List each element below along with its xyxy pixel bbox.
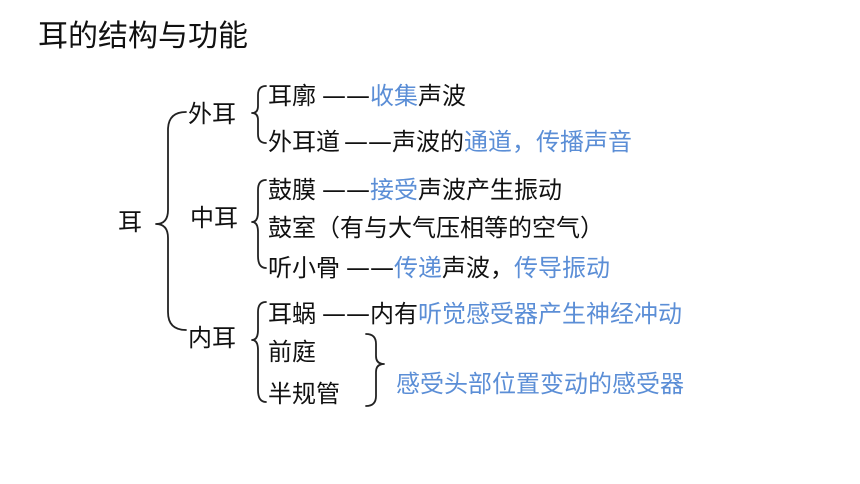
row-dash: —— bbox=[344, 128, 392, 156]
row-name: 听小骨 bbox=[268, 254, 340, 282]
row-ossicles: 听小骨——传递声波，传导振动 bbox=[268, 254, 610, 282]
row-name: 鼓膜 bbox=[268, 176, 316, 204]
row-ear-canal: 外耳道——声波的通道，传播声音 bbox=[268, 128, 632, 156]
row-name: 耳廓 bbox=[268, 82, 316, 110]
row-dash: —— bbox=[346, 254, 394, 282]
inner-ear-brace bbox=[251, 301, 267, 403]
vestibule-canal-function: 感受头部位置变动的感受器 bbox=[396, 370, 684, 398]
highlight-text: 传递 bbox=[394, 254, 442, 282]
outer-ear-label: 外耳 bbox=[188, 100, 236, 128]
root-label: 耳 bbox=[118, 208, 142, 236]
row-cochlea: 耳蜗——内有听觉感受器产生神经冲动 bbox=[268, 300, 682, 328]
highlight-text-2: 传导振动 bbox=[514, 254, 610, 282]
highlight-text: 收集 bbox=[370, 82, 418, 110]
highlight-text: 通道，传播声音 bbox=[464, 128, 632, 156]
vestibule-canal-brace bbox=[365, 333, 385, 407]
row-eardrum: 鼓膜——接受声波产生振动 bbox=[268, 176, 562, 204]
inner-ear-label: 内耳 bbox=[188, 324, 236, 352]
row-dash: —— bbox=[322, 82, 370, 110]
highlight-text: 接受 bbox=[370, 176, 418, 204]
page-title: 耳的结构与功能 bbox=[38, 19, 248, 54]
middle-ear-brace bbox=[251, 179, 267, 269]
outer-ear-brace bbox=[251, 85, 267, 144]
row-vestibule: 前庭 bbox=[268, 338, 316, 366]
root-brace bbox=[155, 111, 187, 331]
row-dash: —— bbox=[322, 176, 370, 204]
row-name: 外耳道 bbox=[268, 128, 340, 156]
middle-ear-label: 中耳 bbox=[190, 204, 238, 232]
row-tympanic-cavity: 鼓室（有与大气压相等的空气） bbox=[268, 214, 604, 242]
row-pinna: 耳廓——收集声波 bbox=[268, 82, 466, 110]
row-dash: —— bbox=[322, 300, 370, 328]
highlight-text: 听觉感受器产生神经冲动 bbox=[418, 300, 682, 328]
row-semicircular-canals: 半规管 bbox=[268, 380, 340, 408]
row-name: 耳蜗 bbox=[268, 300, 316, 328]
